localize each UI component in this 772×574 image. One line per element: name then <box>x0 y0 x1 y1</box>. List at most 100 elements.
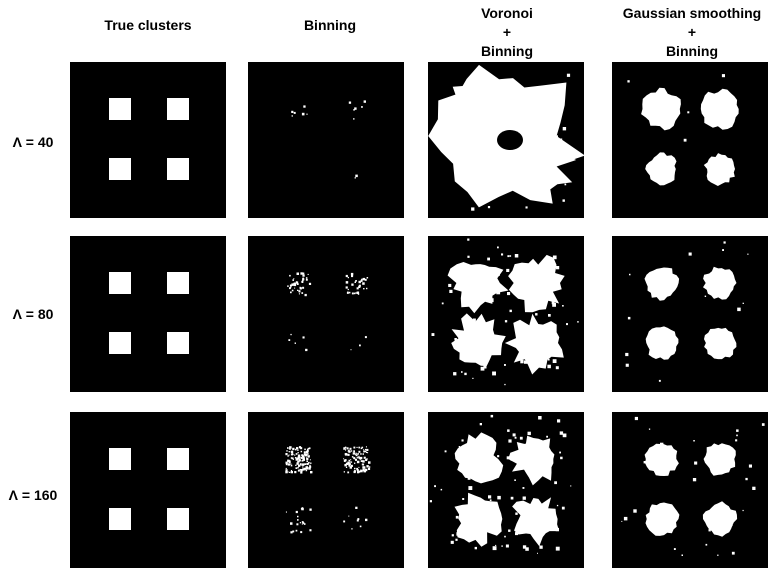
binning-speck <box>306 457 309 461</box>
binning-speck <box>354 281 356 283</box>
binning-speck <box>300 471 303 474</box>
binning-speck <box>302 522 305 524</box>
binning-speck <box>301 112 305 116</box>
gaussian-speck <box>736 434 738 437</box>
binning-speck <box>361 278 363 281</box>
binning-speck <box>355 292 357 294</box>
voronoi-speck <box>461 371 463 373</box>
voronoi-speck <box>453 372 457 376</box>
binning-speck <box>301 521 304 523</box>
binning-speck <box>360 453 362 455</box>
voronoi-speck <box>450 540 454 544</box>
true-cluster-square <box>109 158 131 180</box>
voronoi-speck <box>515 285 519 290</box>
binning-speck <box>353 118 355 120</box>
binning-speck <box>363 288 365 290</box>
binning-speck <box>344 459 347 462</box>
voronoi-speck <box>525 547 529 551</box>
gaussian-speck <box>737 307 741 312</box>
gaussian-speck <box>658 379 661 382</box>
binning-speck <box>362 460 365 463</box>
voronoi-speck <box>509 255 512 257</box>
voronoi-speck <box>474 520 476 522</box>
binning-speck <box>348 291 351 294</box>
binning-speck <box>364 468 368 472</box>
voronoi-speck <box>554 481 557 485</box>
voronoi-speck <box>521 518 523 521</box>
gaussian-speck <box>683 138 687 142</box>
binning-speck <box>293 454 295 456</box>
binning-speck <box>296 283 299 285</box>
binning-speck <box>305 348 308 352</box>
binning-speck <box>294 342 296 344</box>
voronoi-speck <box>504 535 506 538</box>
gaussian-blob <box>645 502 680 536</box>
binning-speck <box>297 456 301 459</box>
voronoi-speck <box>525 326 529 330</box>
binning-speck <box>310 471 313 473</box>
binning-speck <box>366 277 369 279</box>
voronoi-speck <box>546 435 548 438</box>
binning-speck <box>294 282 297 285</box>
gaussian-blob <box>704 327 737 360</box>
true-cluster-square <box>109 272 131 294</box>
binning-speck <box>293 283 297 287</box>
binning-speck <box>358 280 361 284</box>
voronoi-speck <box>528 519 532 522</box>
binning-speck <box>303 451 306 454</box>
binning-speck <box>288 463 290 466</box>
row-label-lambda-40: Λ = 40 <box>12 134 54 150</box>
voronoi-speck <box>548 314 551 317</box>
binning-speck <box>300 456 303 459</box>
voronoi-speck <box>469 468 473 472</box>
gaussian-speck <box>623 516 628 521</box>
voronoi-blob <box>454 432 504 484</box>
voronoi-speck <box>468 486 473 490</box>
voronoi-speck <box>485 452 488 455</box>
voronoi-speck <box>515 532 518 536</box>
voronoi-speck <box>467 255 470 258</box>
binning-speck <box>356 287 359 290</box>
binning-speck <box>345 286 348 289</box>
gaussian-speck <box>694 461 698 465</box>
binning-speck <box>301 507 304 511</box>
voronoi-speck <box>552 264 556 267</box>
voronoi-speck <box>547 364 551 369</box>
binning-speck <box>294 454 296 456</box>
voronoi-blob <box>447 262 509 314</box>
binning-speck <box>289 451 291 453</box>
binning-speck <box>288 454 290 456</box>
binning-speck <box>303 523 306 525</box>
binning-speck <box>363 456 366 459</box>
binning-speck <box>358 457 361 459</box>
binning-speck <box>368 461 371 464</box>
voronoi-speck <box>482 88 486 92</box>
gaussian-speck <box>742 302 744 304</box>
binning-speck <box>354 177 356 179</box>
voronoi-speck <box>552 255 557 260</box>
binning-speck <box>306 460 308 463</box>
voronoi-speck <box>517 528 522 533</box>
binning-speck <box>350 349 352 351</box>
binning-speck <box>290 453 293 456</box>
binning-speck <box>308 282 312 285</box>
voronoi-speck <box>481 350 485 354</box>
voronoi-speck <box>504 320 508 323</box>
binning-speck <box>298 446 302 449</box>
voronoi-speck <box>508 439 512 443</box>
binning-speck <box>345 466 348 468</box>
voronoi-speck <box>504 383 506 386</box>
voronoi-speck <box>519 436 523 440</box>
voronoi-speck <box>496 290 501 295</box>
binning-speck <box>306 463 309 466</box>
binning-speck <box>355 174 358 178</box>
panel-voronoi-r2 <box>428 236 584 392</box>
binning-speck <box>295 464 297 466</box>
voronoi-blob <box>504 313 564 375</box>
binning-speck <box>293 278 295 280</box>
binning-speck <box>290 333 292 336</box>
binning-speck <box>350 461 353 463</box>
gaussian-speck <box>621 520 623 522</box>
voronoi-speck <box>577 321 579 323</box>
gaussian-speck <box>666 351 669 354</box>
